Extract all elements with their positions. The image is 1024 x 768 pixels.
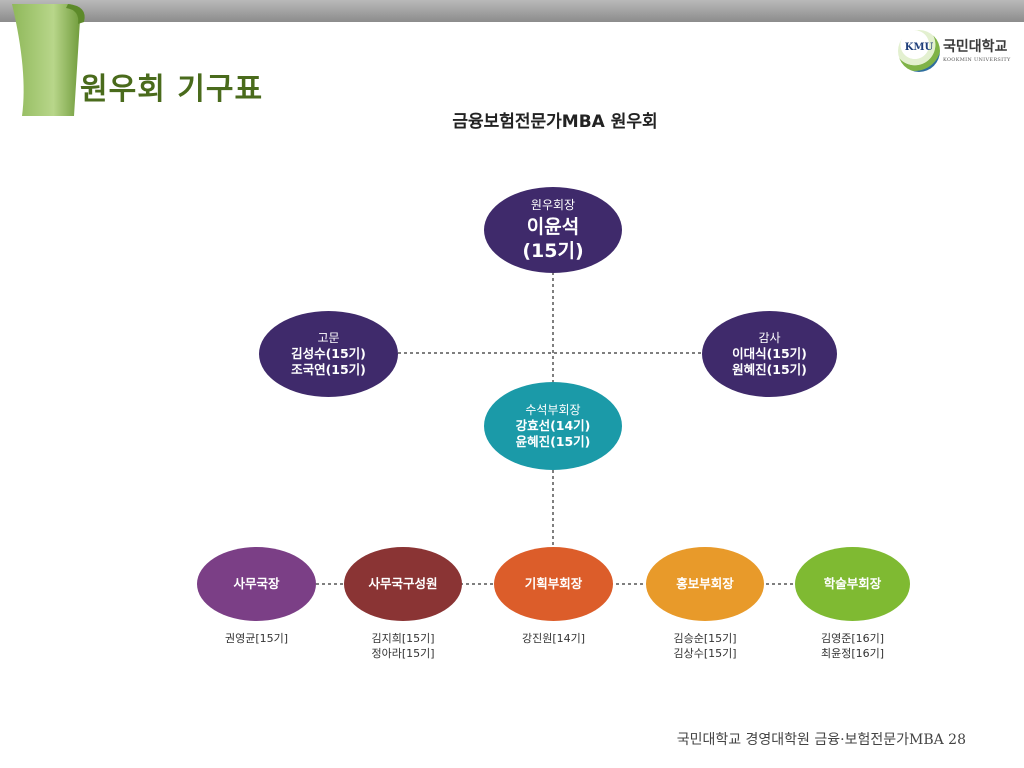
members-planning-vice-president: 강진원[14기] xyxy=(494,631,613,646)
member-name: 최윤정[16기] xyxy=(820,647,885,660)
node-name: 조국연(15기) xyxy=(291,362,366,377)
node-auditor: 감사 이대식(15기) 원혜진(15기) xyxy=(702,311,837,397)
member-name: 김지희[15기] xyxy=(371,632,435,645)
logo-english-name: KOOKMIN UNIVERSITY xyxy=(943,57,1011,63)
slide-footer: 국민대학교 경영대학원 금융·보험전문가MBA 28 xyxy=(676,732,966,748)
node-role: 사무국구성원 xyxy=(368,576,438,591)
member-name: 김승순[15기] xyxy=(673,632,737,645)
node-secretary-general: 사무국장 xyxy=(197,547,316,621)
node-academic-vice-president: 학술부회장 xyxy=(795,547,910,621)
node-advisor: 고문 김성수(15기) 조국연(15기) xyxy=(259,311,398,397)
node-name: 김성수(15기) xyxy=(291,346,366,361)
node-role: 학술부회장 xyxy=(823,576,882,591)
node-name: 이대식(15기) xyxy=(732,346,807,361)
member-name: 강진원[14기] xyxy=(521,632,586,645)
members-secretary-general: 권영균[15기] xyxy=(197,631,316,646)
logo-name: 국민대학교 xyxy=(943,39,1008,55)
top-bar xyxy=(0,0,1024,22)
university-logo: KMU 국민대학교 KOOKMIN UNIVERSITY xyxy=(898,30,1016,74)
node-planning-vice-president: 기획부회장 xyxy=(494,547,613,621)
members-secretariat: 김지희[15기] 정아라[15기] xyxy=(344,631,462,661)
node-role: 홍보부회장 xyxy=(676,576,734,591)
node-role: 원우회장 xyxy=(530,198,576,212)
members-academic-vice-president: 김영준[16기] 최윤정[16기] xyxy=(795,631,910,661)
node-name: 강효선(14기) xyxy=(515,418,591,433)
diagram-title: 금융보험전문가MBA 원우회 xyxy=(452,112,658,132)
member-name: 권영균[15기] xyxy=(224,632,289,645)
page-title: 원우회 기구표 xyxy=(80,72,264,107)
node-secretariat: 사무국구성원 xyxy=(344,547,462,621)
node-president: 원우회장 이윤석 (15기) xyxy=(484,187,622,273)
node-role: 고문 xyxy=(317,331,340,345)
member-name: 김상수[15기] xyxy=(673,647,737,660)
node-role: 수석부회장 xyxy=(525,403,581,417)
member-name: 김영준[16기] xyxy=(820,632,885,645)
members-pr-vice-president: 김승순[15기] 김상수[15기] xyxy=(646,631,764,661)
node-name: 원혜진(15기) xyxy=(732,362,807,377)
logo-emblem-text: KMU xyxy=(904,42,934,53)
node-role: 감사 xyxy=(758,331,781,345)
node-cohort: (15기) xyxy=(522,240,584,262)
node-name: 이윤석 xyxy=(526,216,580,238)
node-senior-vice-president: 수석부회장 강효선(14기) 윤혜진(15기) xyxy=(484,382,622,470)
node-role: 사무국장 xyxy=(233,576,280,591)
emblem-icon xyxy=(898,30,940,72)
node-role: 기획부회장 xyxy=(524,576,583,591)
node-pr-vice-president: 홍보부회장 xyxy=(646,547,764,621)
node-name: 윤혜진(15기) xyxy=(515,434,591,449)
member-name: 정아라[15기] xyxy=(371,647,435,660)
ribbon-decoration xyxy=(12,4,85,116)
